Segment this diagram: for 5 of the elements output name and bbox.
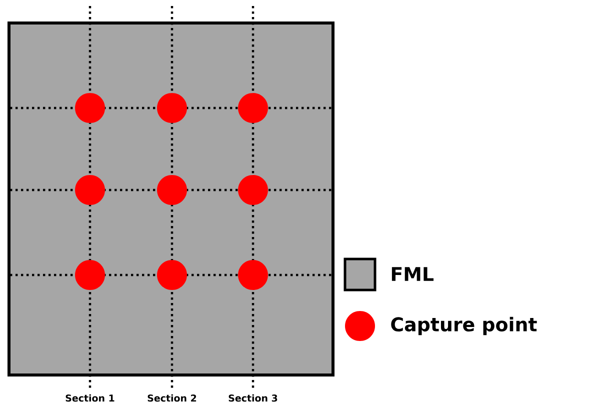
section-label: Section 1: [66, 394, 114, 402]
section-label: Section 2: [148, 394, 196, 402]
legend-label: Capture point: [391, 316, 537, 336]
legend-label: FML: [392, 267, 434, 281]
section-label: Section 3: [228, 394, 278, 402]
